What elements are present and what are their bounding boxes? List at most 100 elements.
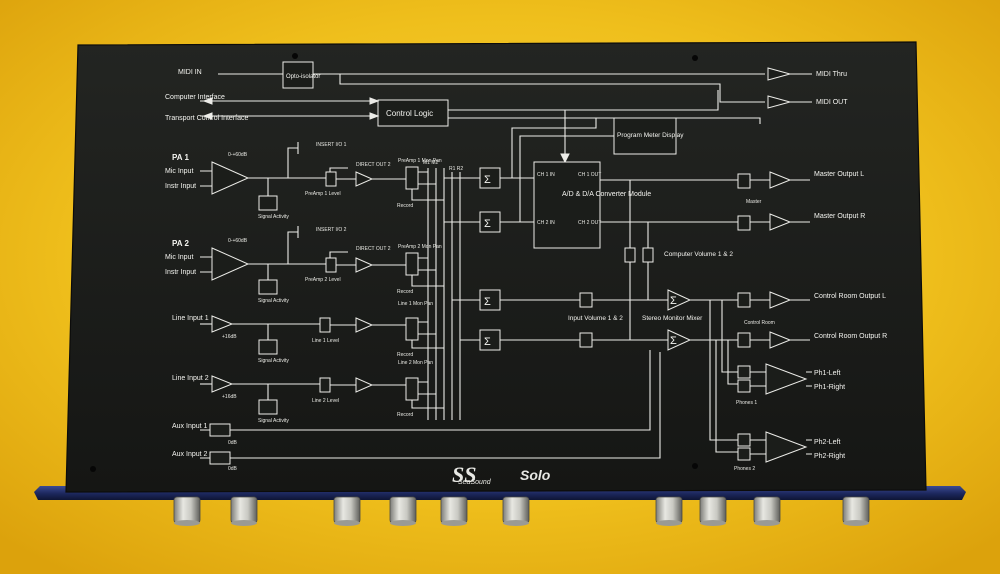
sum-rec-2 (479, 211, 501, 233)
svg-text:Signal Activity: Signal Activity (258, 298, 289, 304)
svg-text:Computer Interface: Computer Interface (165, 94, 225, 101)
svg-text:M1 M2: M1 M2 (423, 160, 439, 166)
svg-text:Σ: Σ (484, 174, 491, 186)
line1-level-fader (319, 317, 331, 333)
line2-signal-activity (258, 399, 278, 415)
preamp-1-channel: PA 1 Mic Input Instr Input 0-+60dB INSER… (165, 142, 444, 211)
sum-mon-1 (479, 289, 501, 311)
svg-text:DIRECT OUT 2: DIRECT OUT 2 (356, 246, 391, 252)
svg-text:PreAmp 2 Mon Pan: PreAmp 2 Mon Pan (398, 244, 442, 250)
front-jack (389, 496, 417, 526)
svg-text:Master: Master (746, 199, 762, 205)
program-meter-label: Program Meter Display (617, 132, 684, 139)
svg-text:Record: Record (397, 352, 413, 358)
pa1-title: PA 1 (172, 153, 189, 162)
master-section: Computer Volume 1 & 2 Input Volume 1 & 2… (568, 171, 865, 348)
ph2-right-label: Ph2-Right (814, 453, 845, 460)
svg-text:INSERT I/O 2: INSERT I/O 2 (316, 227, 347, 233)
ph1-left-label: Ph1-Left (814, 370, 841, 377)
svg-text:Phones 1: Phones 1 (736, 400, 757, 406)
line-2-channel: Line Input 2 +16dB Line 2 Level Line 2 M… (172, 360, 444, 418)
control-logic-label: Control Logic (386, 109, 433, 118)
pa1-pan-pot (405, 166, 419, 190)
svg-text:Line 2 Level: Line 2 Level (312, 398, 339, 404)
sum-mon-2 (479, 329, 501, 351)
svg-text:Signal Activity: Signal Activity (258, 214, 289, 220)
svg-text:PreAmp 1 Mon Pan: PreAmp 1 Mon Pan (398, 158, 442, 164)
front-jack (502, 496, 530, 526)
converter-module: A/D & D/A Converter Module CH 1 IN CH 2 … (533, 161, 651, 249)
pa1-preamp-triangle (211, 161, 250, 195)
front-jack (333, 496, 361, 526)
phones2-amp (765, 431, 808, 463)
pa1-level-fader (325, 171, 337, 187)
aux1-title: Aux Input 1 (172, 423, 208, 430)
svg-text:Line 2 Mon Pan: Line 2 Mon Pan (398, 360, 433, 366)
line-1-channel: Line Input 1 +16dB Line 1 Level Line 1 M… (172, 301, 444, 358)
phones1-fader-l (737, 365, 751, 379)
svg-text:SeaSound: SeaSound (458, 479, 492, 486)
front-jack (842, 496, 870, 526)
midi-out-buffer (767, 95, 792, 109)
svg-text:R1 R2: R1 R2 (449, 166, 463, 172)
svg-text:PreAmp 2 Level: PreAmp 2 Level (305, 277, 341, 283)
control-logic-block (377, 99, 449, 127)
svg-text:Control Room: Control Room (744, 320, 775, 326)
master-l-fader (737, 173, 751, 189)
svg-text:Record: Record (397, 203, 413, 209)
midi-in-label: MIDI IN (178, 69, 202, 76)
front-jack (173, 496, 201, 526)
master-out-l-label: Master Output L (814, 171, 864, 178)
front-jacks (173, 496, 870, 526)
svg-text:CH 1 IN: CH 1 IN (537, 172, 555, 178)
pa1-instr-label: Instr Input (165, 183, 196, 190)
pa2-title: PA 2 (172, 239, 189, 248)
line1-pan-pot (405, 317, 419, 341)
front-jack (753, 496, 781, 526)
svg-text:MIDI IN: MIDI IN (178, 69, 202, 76)
line2-level-fader (319, 377, 331, 393)
brand-logo: SS SeaSound Solo (452, 462, 551, 487)
phones2-fader-l (737, 433, 751, 447)
cr-out-r-label: Control Room Output R (814, 333, 887, 340)
line1-signal-activity (258, 339, 278, 355)
program-meter-block (613, 117, 677, 155)
cr-r-fader (737, 332, 751, 348)
svg-text:Σ: Σ (484, 218, 491, 230)
aux2-buffer (209, 451, 231, 465)
svg-text:Σ: Σ (670, 335, 677, 347)
phones1-amp (765, 363, 808, 395)
svg-text:0-+60dB: 0-+60dB (228, 238, 248, 244)
svg-text:Σ: Σ (484, 296, 491, 308)
svg-text:0dB: 0dB (228, 466, 238, 472)
svg-text:Phones 2: Phones 2 (734, 466, 755, 472)
line1-title: Line Input 1 (172, 315, 209, 322)
converter-label: A/D & D/A Converter Module (562, 191, 651, 198)
pa2-mic-label: Mic Input (165, 254, 193, 261)
monitor-mixer: Σ Σ Stereo Monitor Mixer Control Room Co… (642, 289, 887, 472)
svg-text:CH 1 OUT: CH 1 OUT (578, 172, 601, 178)
screws (90, 53, 698, 472)
line2-buffer (211, 375, 234, 393)
phones2-fader-r (737, 447, 751, 461)
ph2-left-label: Ph2-Left (814, 439, 841, 446)
svg-text:Signal Activity: Signal Activity (258, 418, 289, 424)
input-volume-label: Input Volume 1 & 2 (568, 315, 623, 322)
midi-section: MIDI IN Computer Interface Transport Con… (165, 61, 848, 155)
svg-text:DIRECT OUT 2: DIRECT OUT 2 (356, 162, 391, 168)
svg-text:SS: SS (452, 462, 476, 487)
opto-isolator-label: Opto-isolator (286, 74, 320, 80)
transport-control-label: Transport Control Interface (165, 115, 248, 122)
midi-out-label: MIDI OUT (816, 99, 848, 106)
pa2-pan-pot (405, 252, 419, 276)
svg-text:Record: Record (397, 289, 413, 295)
preamp-2-channel: PA 2 Mic Input Instr Input 0-+60dB INSER… (165, 226, 444, 295)
line2-pan-pot (405, 377, 419, 401)
model-name: Solo (520, 467, 551, 483)
midi-thru-buffer (767, 67, 792, 81)
cr-out-l-label: Control Room Output L (814, 293, 886, 300)
ph1-right-label: Ph1-Right (814, 384, 845, 391)
svg-text:CH 2 OUT: CH 2 OUT (578, 220, 601, 226)
pa2-signal-activity (258, 279, 278, 295)
